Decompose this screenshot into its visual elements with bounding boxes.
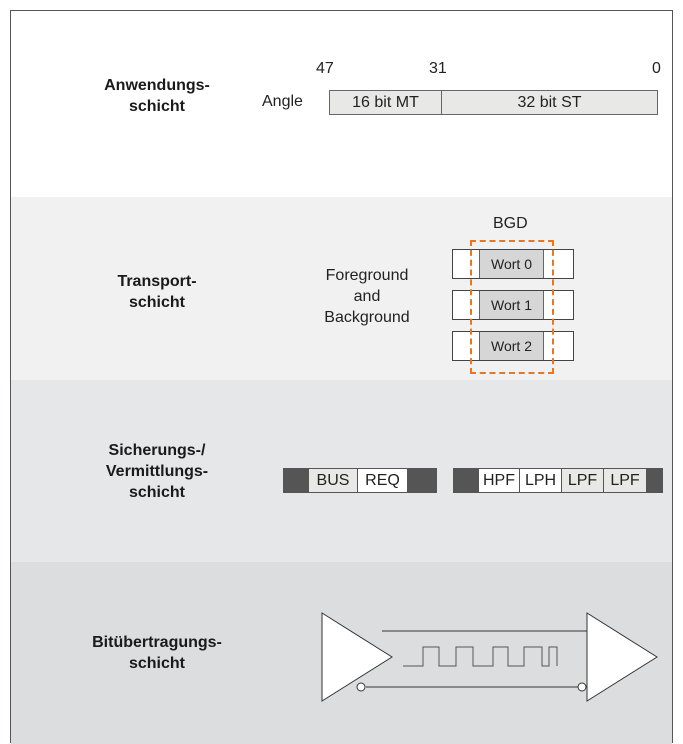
receiver-triangle-icon [586,612,658,702]
bgd-highlight [470,240,554,374]
transport-layer-label: Transport- schicht [117,273,197,311]
frame-start-block [454,469,479,492]
angle-label: Angle [262,93,303,110]
physical-layer-label: Bitübertragungs- schicht [92,634,222,672]
bus-frame-1: BUS REQ [283,468,437,493]
transport-layer-band: Transport- schicht BGD Foreground and Ba… [11,197,672,380]
foreground-background-text: Foreground and Background [324,267,410,326]
word-cell: Wort 2 [479,332,544,360]
receiver-bubble-icon [577,682,587,692]
datalink-layer-label: Sicherungs-/ Vermittlungs- schicht [105,442,209,501]
angle-register: 16 bit MT 32 bit ST [329,90,658,115]
datalink-layer-band: Sicherungs-/ Vermittlungs- schicht BUS R… [11,380,672,562]
frame-start-block [284,469,309,492]
frame-field: LPH [520,469,562,492]
bit-marker-0: 0 [652,60,661,77]
physical-layer-band: Bitübertragungs- schicht [11,562,672,744]
frame-field: BUS [309,469,358,492]
frame-field: HPF [479,469,520,492]
word-cell: Wort 0 [479,250,544,278]
bit-marker-31: 31 [429,60,447,77]
bit-marker-47: 47 [316,60,334,77]
frame-field: REQ [358,469,407,492]
bgd-label: BGD [493,215,528,232]
frame-field: LPF [562,469,604,492]
frame-field: LPF [604,469,646,492]
diagram-frame: Anwendungs- schicht 47 31 0 Angle 16 bit… [10,10,673,744]
word-cell: Wort 1 [479,291,544,319]
differential-transmission-diagram [321,612,658,702]
field-16bit-mt: 16 bit MT [330,91,442,114]
driver-triangle-icon [321,612,393,702]
application-layer-label: Anwendungs- schicht [104,77,210,115]
bus-frame-2: HPF LPH LPF LPF [453,468,663,493]
frame-end-block [646,469,662,492]
inverter-bubble-icon [356,682,366,692]
square-wave-signal [403,646,558,667]
frame-end-block [407,469,436,492]
application-layer-band: Anwendungs- schicht 47 31 0 Angle 16 bit… [11,11,672,197]
field-32bit-st: 32 bit ST [517,94,582,111]
